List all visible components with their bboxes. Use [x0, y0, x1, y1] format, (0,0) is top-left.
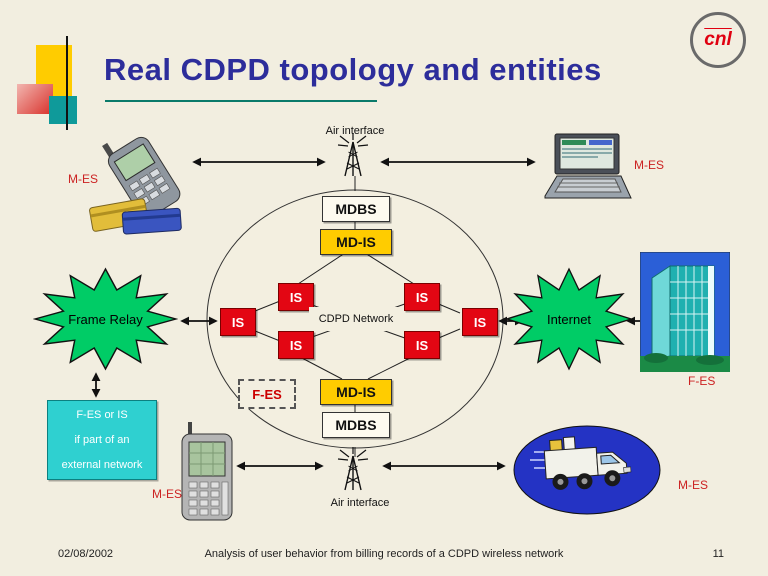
mdis-box-top: MD-IS — [320, 229, 392, 255]
frame-relay-cloud — [33, 267, 178, 371]
footer-page-number: 11 — [712, 548, 724, 560]
frame-relay-label: Frame Relay — [68, 311, 143, 327]
antenna-icon-top — [337, 132, 369, 177]
mes-label-bottom-left: M-ES — [152, 487, 182, 501]
mdis-box-bottom: MD-IS — [320, 379, 392, 405]
is-box-upper-left: IS — [278, 283, 314, 311]
deco-red-square — [17, 84, 53, 114]
mes-label-bottom-right: M-ES — [678, 478, 708, 492]
mes-label-top-left: M-ES — [68, 172, 98, 186]
cnl-logo-text: cnl — [704, 29, 732, 50]
cnl-logo: cnl — [690, 12, 746, 68]
deco-vertical-line — [66, 36, 68, 130]
is-box-upper-right: IS — [404, 283, 440, 311]
title-underline — [105, 100, 377, 102]
mdbs-box-bottom: MDBS — [322, 412, 390, 438]
pda-clipart — [181, 422, 233, 521]
fes-box: F-ES — [238, 379, 296, 409]
building-clipart — [640, 252, 730, 372]
internet-label: Internet — [546, 311, 592, 327]
internet-cloud — [505, 267, 633, 371]
note-line-1: F-ES or IS — [76, 409, 128, 422]
truck-clipart — [513, 425, 661, 515]
mes-label-top-right: M-ES — [634, 158, 664, 172]
air-interface-label-bottom: Air interface — [330, 497, 390, 509]
is-box-lower-left: IS — [278, 331, 314, 359]
footer-date: 02/08/2002 — [58, 548, 114, 560]
is-box-right: IS — [462, 308, 498, 336]
deco-teal-square — [49, 96, 77, 124]
note-line-2: if part of an — [74, 433, 130, 446]
fes-label-right: F-ES — [688, 374, 716, 388]
footer-caption: Analysis of user behavior from billing r… — [204, 548, 564, 560]
cdpd-network-label: CDPD Network — [309, 307, 403, 331]
mdbs-box-top: MDBS — [322, 196, 390, 222]
mobile-phone-clipart — [89, 136, 182, 235]
antenna-icon-bottom — [337, 446, 369, 491]
laptop-clipart — [544, 133, 632, 199]
external-network-note: F-ES or IS if part of an external networ… — [47, 400, 157, 480]
slide-title: Real CDPD topology and entities — [104, 52, 602, 87]
note-line-3: external network — [61, 458, 143, 471]
air-interface-label-top: Air interface — [325, 125, 385, 137]
is-box-left: IS — [220, 308, 256, 336]
is-box-lower-right: IS — [404, 331, 440, 359]
